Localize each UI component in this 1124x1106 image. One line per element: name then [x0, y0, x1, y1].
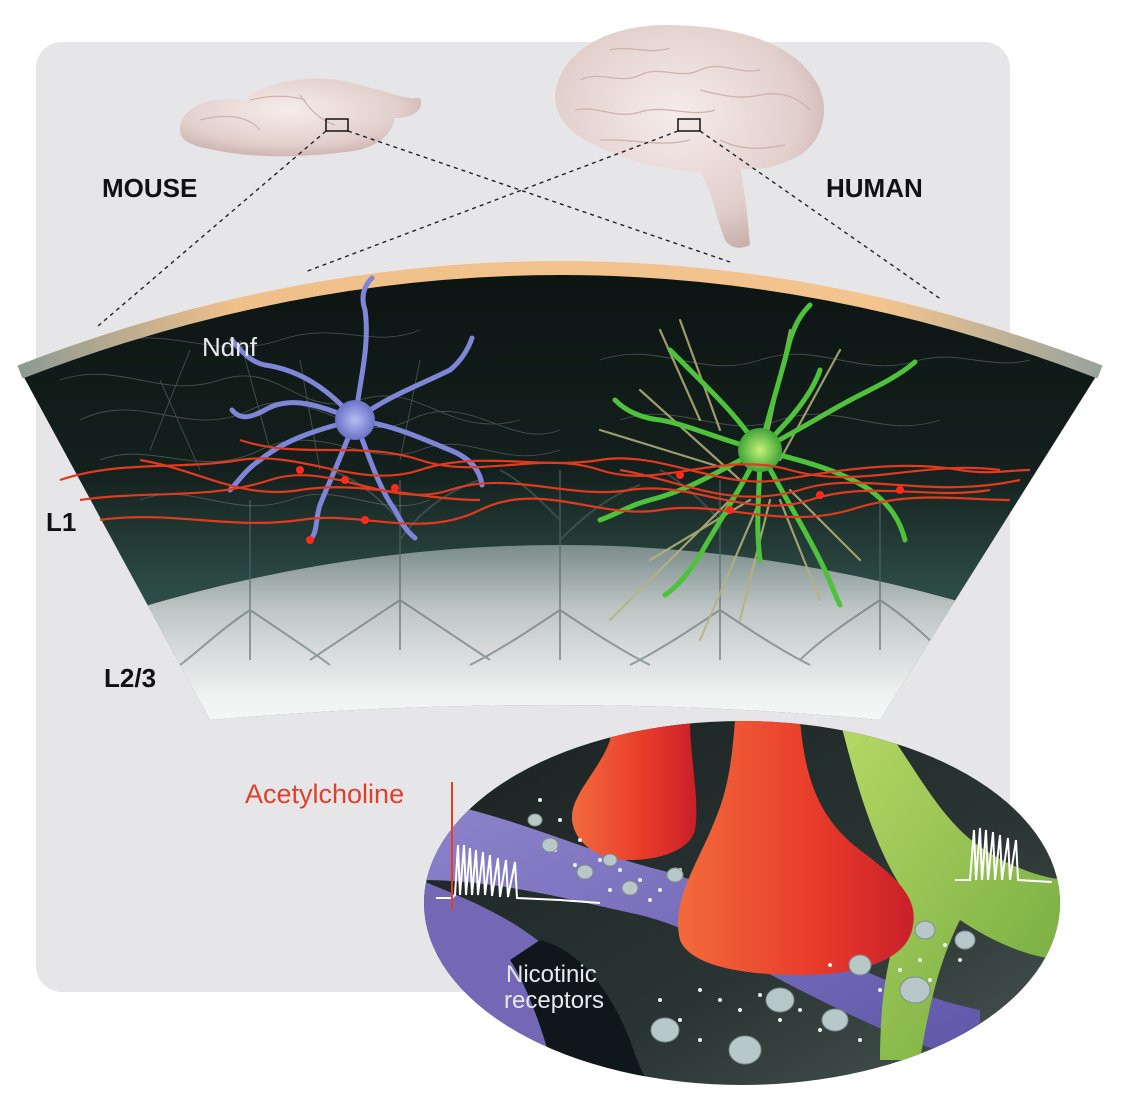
- mouse-brain-icon: [180, 78, 422, 157]
- nicotinic-label-line2: receptors: [504, 987, 604, 1014]
- acetylcholine-label: Acetylcholine: [245, 779, 404, 809]
- nicotinic-label-line1: Nicotinic: [506, 961, 597, 988]
- cortex-wedge: [17, 261, 1103, 720]
- nicotinic-receptor-icon: [527, 813, 976, 1065]
- human-l1-neuron-icon: [597, 302, 918, 642]
- cholinergic-axons: [59, 438, 1031, 525]
- action-potential-trace-icon: [436, 827, 1053, 904]
- layer-l1-label: L1: [46, 507, 76, 537]
- synapse-dots: [296, 466, 904, 544]
- human-label: HUMAN: [826, 173, 923, 203]
- zoom-lines: [97, 130, 943, 327]
- layer-l23-label: L2/3: [104, 663, 156, 693]
- mouse-label: MOUSE: [102, 173, 197, 203]
- human-brain-icon: [555, 25, 825, 248]
- ndnf-label: Ndnf: [202, 332, 258, 362]
- synapse-inset: [424, 721, 1060, 1085]
